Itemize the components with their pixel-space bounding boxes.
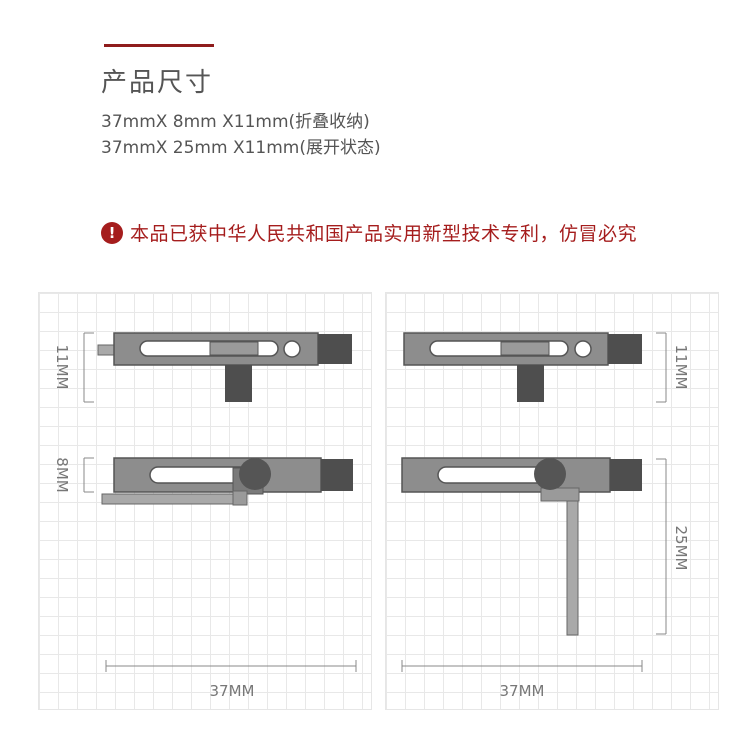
unfolded-top-view [403,332,642,402]
folded-depth-label: 8MM [53,457,71,492]
folded-top-view [97,332,352,402]
folded-depth-dimension [83,457,94,493]
patent-notice: ! 本品已获中华人民共和国产品实用新型技术专利，仿冒必究 [101,219,637,246]
folded-height-dimension [83,332,94,403]
folded-width-dimension [105,660,357,672]
spec-folded: 37mmX 8mm X11mm(折叠收纳) [101,112,370,132]
spec-unfolded: 37mmX 25mm X11mm(展开状态) [101,138,381,158]
folded-height-label: 11MM [53,345,71,390]
unfolded-extended-label: 25MM [672,526,690,571]
exclamation-circle-icon: ! [101,221,123,244]
patent-notice-text: 本品已获中华人民共和国产品实用新型技术专利，仿冒必究 [130,223,638,245]
unfolded-front-view [401,457,642,636]
title-accent-line [104,44,214,47]
folded-width-label: 37MM [210,682,255,700]
page-title: 产品尺寸 [101,68,214,98]
unfolded-extended-dimension [656,458,667,635]
unfolded-height-dimension [656,332,667,403]
folded-front-view [101,457,353,506]
unfolded-height-label: 11MM [672,345,690,390]
unfolded-width-label: 37MM [500,682,545,700]
unfolded-width-dimension [401,660,643,672]
